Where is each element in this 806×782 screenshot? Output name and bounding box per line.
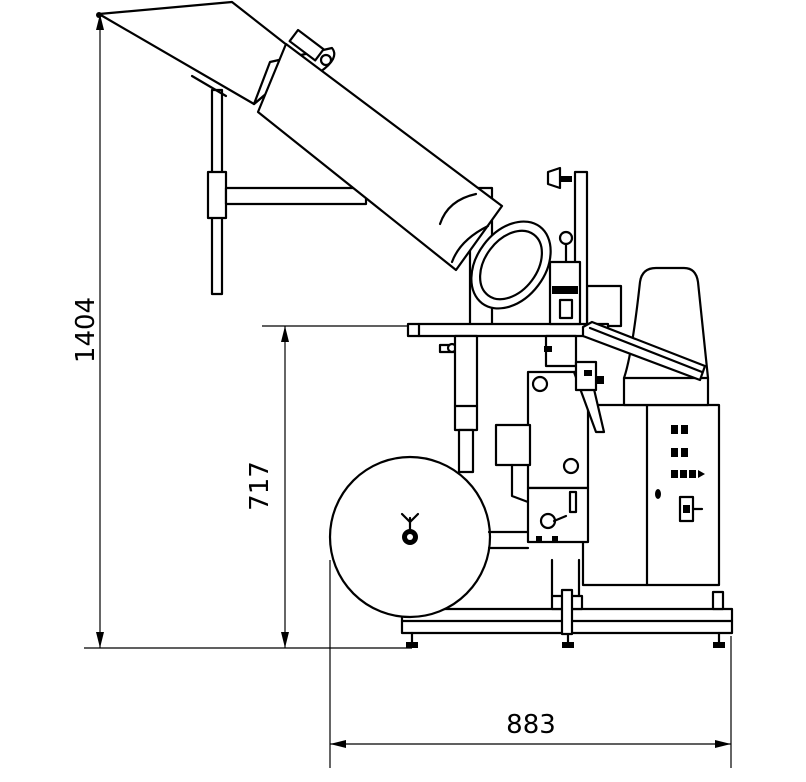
button-icon (671, 425, 678, 434)
door-lock-icon (655, 489, 661, 499)
work-table (406, 322, 610, 354)
dimension-overall-width: 883 (329, 560, 732, 768)
dimension-overall-height: 1404 (71, 14, 412, 649)
material-roll (328, 455, 530, 619)
control-cabinet (581, 403, 721, 587)
dimension-label-1404: 1404 (71, 297, 101, 363)
adjust-knob-icon (562, 457, 580, 475)
infeed-stand (206, 88, 368, 296)
base-frame (400, 558, 734, 648)
dimension-label-717: 717 (245, 461, 275, 511)
table-leg (453, 334, 479, 474)
dimension-table-height: 717 (245, 325, 410, 648)
tube-outlet-ring (470, 220, 552, 310)
sealing-head (494, 260, 606, 544)
outfeed-chute (581, 320, 707, 382)
hopper-tank (622, 266, 710, 407)
infeed-tube (96, 0, 552, 310)
dimension-label-883: 883 (506, 710, 556, 740)
